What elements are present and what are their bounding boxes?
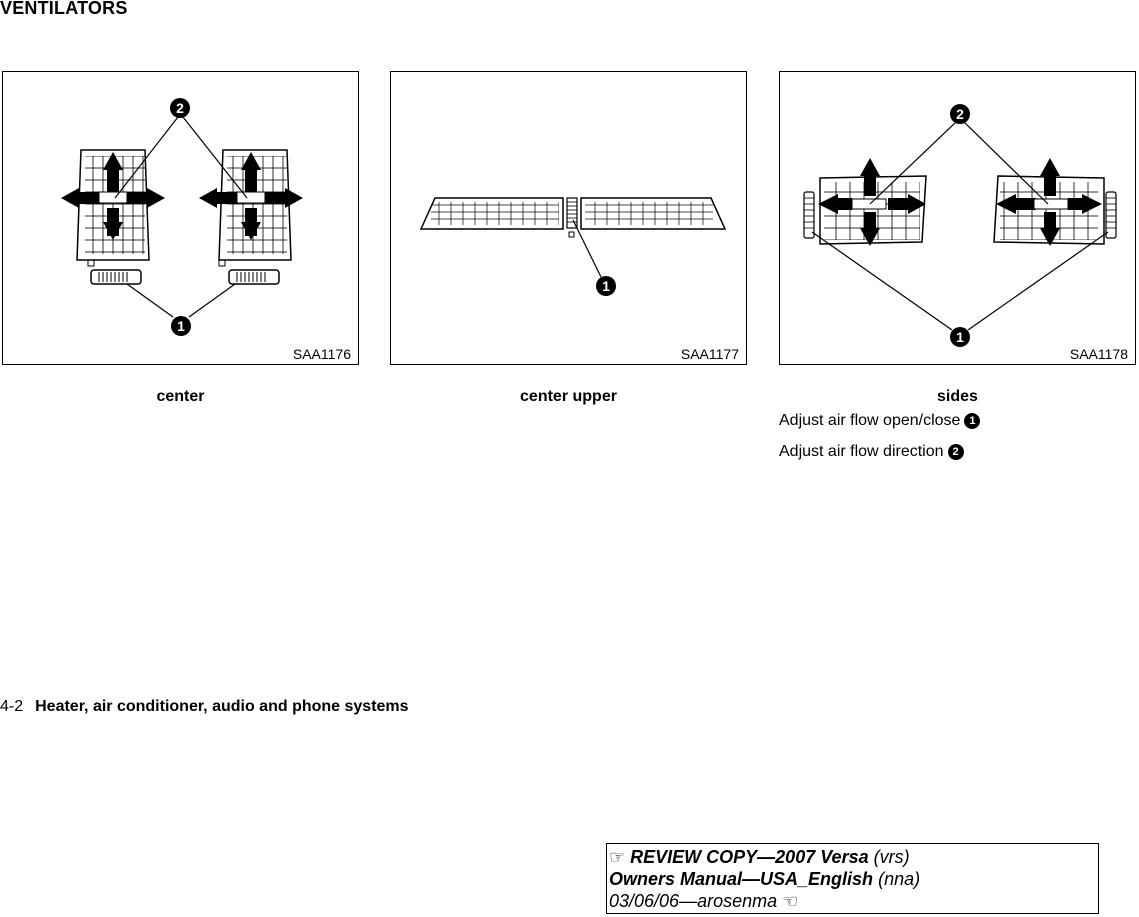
callout-1: 1 bbox=[956, 329, 964, 345]
caption-center-upper: center upper bbox=[520, 388, 617, 405]
figure-code: SAA1178 bbox=[1069, 346, 1128, 362]
review-line-2: Owners Manual—USA_English (nna) bbox=[609, 869, 921, 889]
caption-center: center bbox=[156, 388, 205, 405]
side-vents-illustration: 2 1 bbox=[803, 104, 1117, 347]
circled-marker-1: 1 bbox=[964, 413, 981, 429]
note-text: Adjust air flow open/close bbox=[779, 412, 961, 429]
review-copy-box: ☞ REVIEW COPY—2007 Versa (vrs) Owners Ma… bbox=[606, 843, 1099, 914]
callout-1: 1 bbox=[602, 278, 610, 294]
review-line-1: ☞ REVIEW COPY—2007 Versa (vrs) bbox=[609, 847, 910, 867]
page-number: 4-2 bbox=[0, 698, 24, 715]
circled-marker-2: 2 bbox=[947, 444, 964, 460]
figure-code: SAA1176 bbox=[292, 346, 351, 362]
page-footer: 4-2 Heater, air conditioner, audio and ph… bbox=[0, 698, 409, 716]
note-text: Adjust air flow direction bbox=[779, 443, 944, 460]
figure-center-vents: 2 1 SAA1176 bbox=[2, 71, 359, 365]
review-line-3: 03/06/06—arosenma ☜ bbox=[609, 891, 799, 911]
center-vents-illustration: 2 1 bbox=[61, 98, 303, 336]
figure-center-upper-vent: 1 SAA1177 bbox=[390, 71, 747, 365]
callout-1: 1 bbox=[177, 318, 185, 334]
callout-2: 2 bbox=[176, 100, 184, 116]
callout-2: 2 bbox=[956, 106, 964, 122]
section-title: Heater, air conditioner, audio and phone… bbox=[35, 698, 409, 715]
pointing-hand-left-icon: ☜ bbox=[782, 891, 799, 911]
figure-side-vents: 2 1 SAA1178 bbox=[779, 71, 1136, 365]
pointing-hand-icon: ☞ bbox=[609, 847, 626, 867]
caption-sides: sides bbox=[937, 388, 978, 405]
figure-code: SAA1177 bbox=[680, 346, 739, 362]
center-upper-vent-illustration: 1 bbox=[419, 197, 727, 296]
page-heading: VENTILATORS bbox=[0, 0, 128, 18]
